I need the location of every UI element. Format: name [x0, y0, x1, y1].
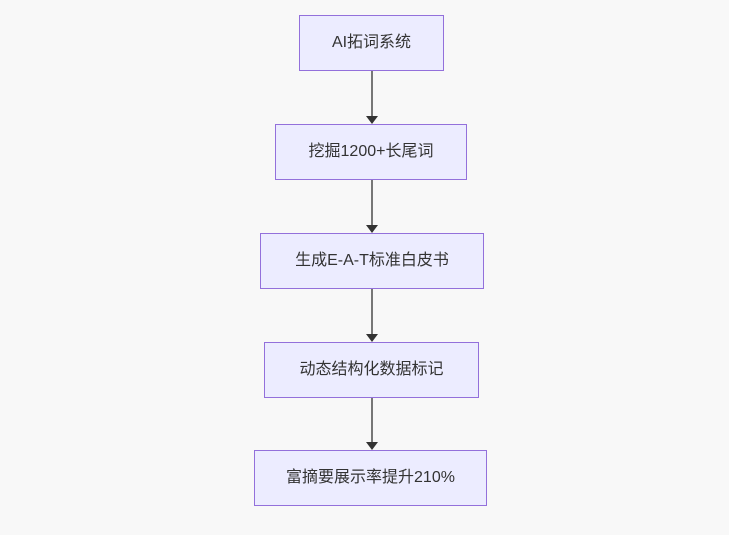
arrowhead-down-icon — [365, 442, 378, 450]
arrowhead-down-icon — [365, 116, 378, 124]
flow-node-eat-whitepaper: 生成E-A-T标准白皮书 — [260, 233, 484, 289]
flow-node-structured-data-markup: 动态结构化数据标记 — [264, 342, 479, 398]
arrowhead-down-icon — [365, 225, 378, 233]
flow-edge-2 — [365, 180, 378, 233]
edge-line — [370, 71, 373, 117]
flow-edge-1 — [365, 71, 378, 124]
node-label: AI拓词系统 — [331, 34, 412, 52]
edge-line — [370, 289, 373, 335]
node-label: 动态结构化数据标记 — [299, 361, 444, 379]
flow-node-ai-keyword-system: AI拓词系统 — [299, 15, 444, 71]
node-label: 富摘要展示率提升210% — [286, 469, 455, 487]
flow-node-longtail-mining: 挖掘1200+长尾词 — [275, 124, 467, 180]
flow-node-rich-snippet-result: 富摘要展示率提升210% — [254, 450, 487, 506]
node-label: 挖掘1200+长尾词 — [308, 143, 434, 161]
edge-line — [370, 180, 373, 226]
arrowhead-down-icon — [365, 334, 378, 342]
flow-edge-4 — [365, 398, 378, 450]
edge-line — [370, 398, 373, 443]
node-label: 生成E-A-T标准白皮书 — [295, 252, 449, 270]
flow-edge-3 — [365, 289, 378, 342]
